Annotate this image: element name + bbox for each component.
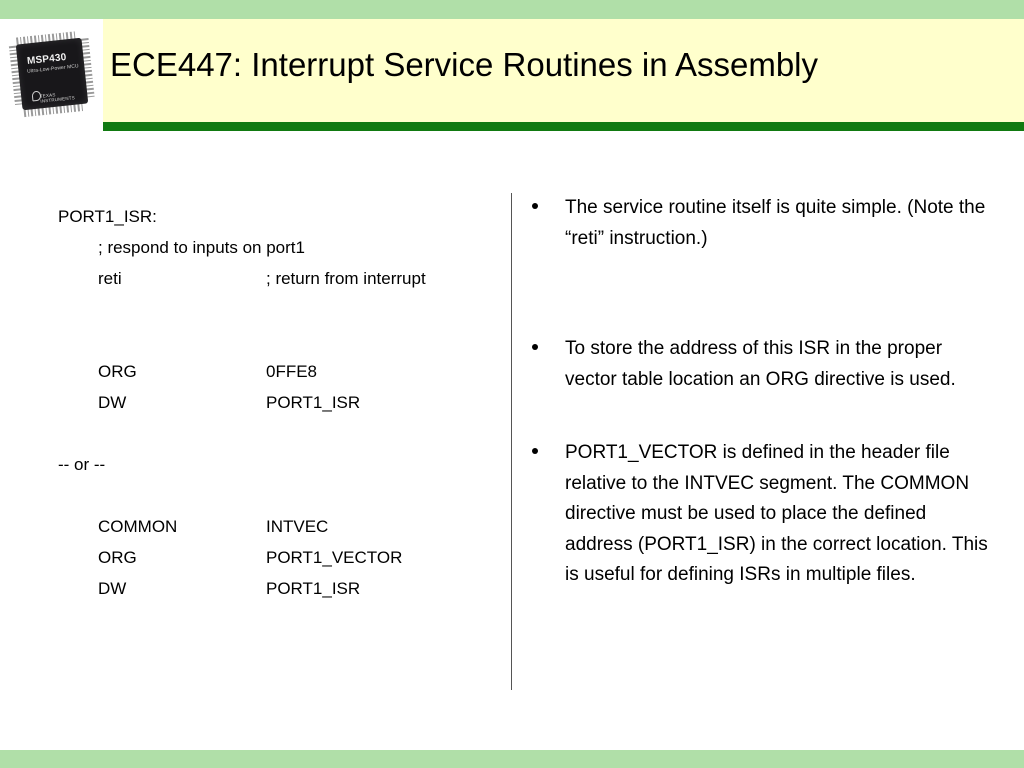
code-line: COMMON INTVEC [58,511,498,542]
list-item: To store the address of this ISR in the … [530,334,990,395]
code-operand: PORT1_ISR [266,393,361,412]
code-mnemonic: PORT1_ISR: [58,207,157,226]
assembly-code-listing: PORT1_ISR: ; respond to inputs on port1 re… [58,201,498,604]
bottom-decorative-band [0,750,1024,768]
page-title: ECE447: Interrupt Service Routines in As… [110,46,819,83]
header-green-rule [0,122,1024,131]
code-operand: PORT1_ISR [266,579,361,598]
code-line: reti ; return from interrupt [58,263,498,294]
bullet-dot-icon [532,344,538,350]
code-mnemonic: DW [98,579,127,598]
slide-body: PORT1_ISR: ; respond to inputs on port1 re… [0,131,1024,750]
code-mnemonic: -- or -- [58,455,106,474]
code-line: ; respond to inputs on port1 [58,232,498,263]
code-line: DW PORT1_ISR [58,387,498,418]
code-mnemonic: DW [98,393,127,412]
code-line: ORG PORT1_VECTOR [58,542,498,573]
code-operand: ; return from interrupt [266,269,426,288]
code-mnemonic: ORG [98,362,137,381]
code-operand: 0FFE8 [266,362,318,381]
list-item: The service routine itself is quite simp… [530,193,990,254]
list-item: PORT1_VECTOR is defined in the header fi… [530,438,990,591]
code-line [58,294,498,325]
code-line [58,418,498,449]
column-divider [511,193,512,690]
bullet-spacer [530,254,990,334]
list-item-text: To store the address of this ISR in the … [565,338,956,390]
list-item-text: The service routine itself is quite simp… [565,197,986,249]
top-decorative-band [0,0,1024,19]
bullet-dot-icon [532,448,538,454]
code-operand: INTVEC [266,517,329,536]
code-line: ORG 0FFE8 [58,356,498,387]
code-line: PORT1_ISR: [58,201,498,232]
bullet-spacer [530,395,990,438]
code-mnemonic: ORG [98,548,137,567]
code-line: -- or -- [58,449,498,480]
bullet-list: The service routine itself is quite simp… [530,193,990,591]
list-item-text: PORT1_VECTOR is defined in the header fi… [565,442,988,585]
code-line [58,325,498,356]
code-line: DW PORT1_ISR [58,573,498,604]
code-line [58,480,498,511]
slide-header-banner [0,19,1024,122]
code-mnemonic: COMMON [98,517,178,536]
code-mnemonic: reti [98,269,122,288]
code-mnemonic: ; respond to inputs on port1 [98,238,305,257]
bullet-dot-icon [532,203,538,209]
code-operand: PORT1_VECTOR [266,548,403,567]
